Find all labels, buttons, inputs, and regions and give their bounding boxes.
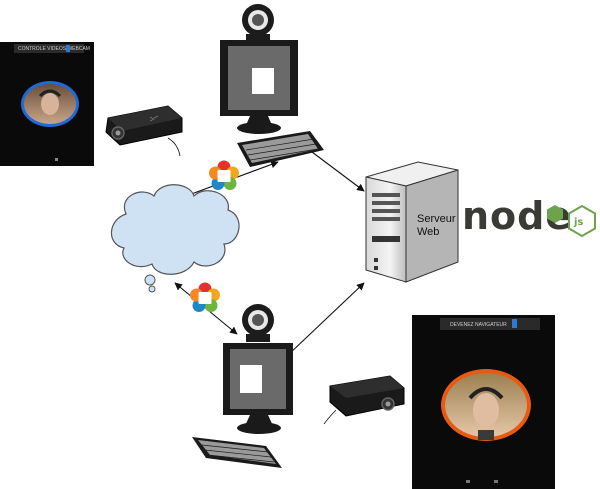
monitor-icon: [220, 40, 298, 134]
projector-icon: [323, 375, 405, 425]
server-tower-icon: [365, 161, 459, 283]
phone-screenshot-top: CONTROLE VIDEOS WEBCAM: [0, 42, 94, 166]
phone-top-banner-text: CONTROLE VIDEOS WEBCAM: [18, 46, 90, 52]
webcam-icon: [242, 304, 274, 342]
webrtc-logo-icon: [209, 160, 239, 190]
monitor-icon: [223, 343, 293, 434]
phone-bottom-banner-text: DEVENEZ NAVIGATEUR: [450, 322, 507, 328]
phone-screenshot-bottom: DEVENEZ NAVIGATEUR: [412, 315, 555, 489]
nodejs-logo: node js: [462, 194, 596, 238]
keyboard-icon: [237, 131, 324, 167]
cloud-icon: [110, 184, 240, 293]
server-label-line2: Web: [417, 226, 439, 238]
arrow-bottom-monitor-to-server: [287, 282, 365, 356]
nodejs-js-badge-text: js: [573, 217, 583, 228]
projector-icon: [105, 105, 183, 157]
webcam-icon: [242, 4, 274, 42]
nodejs-hexagon-icon: [547, 205, 563, 223]
server-label-line1: Serveur: [417, 213, 456, 225]
keyboard-icon: [192, 437, 282, 468]
webrtc-logo-icon: [190, 282, 220, 312]
nodejs-js-badge-icon: [568, 204, 596, 238]
